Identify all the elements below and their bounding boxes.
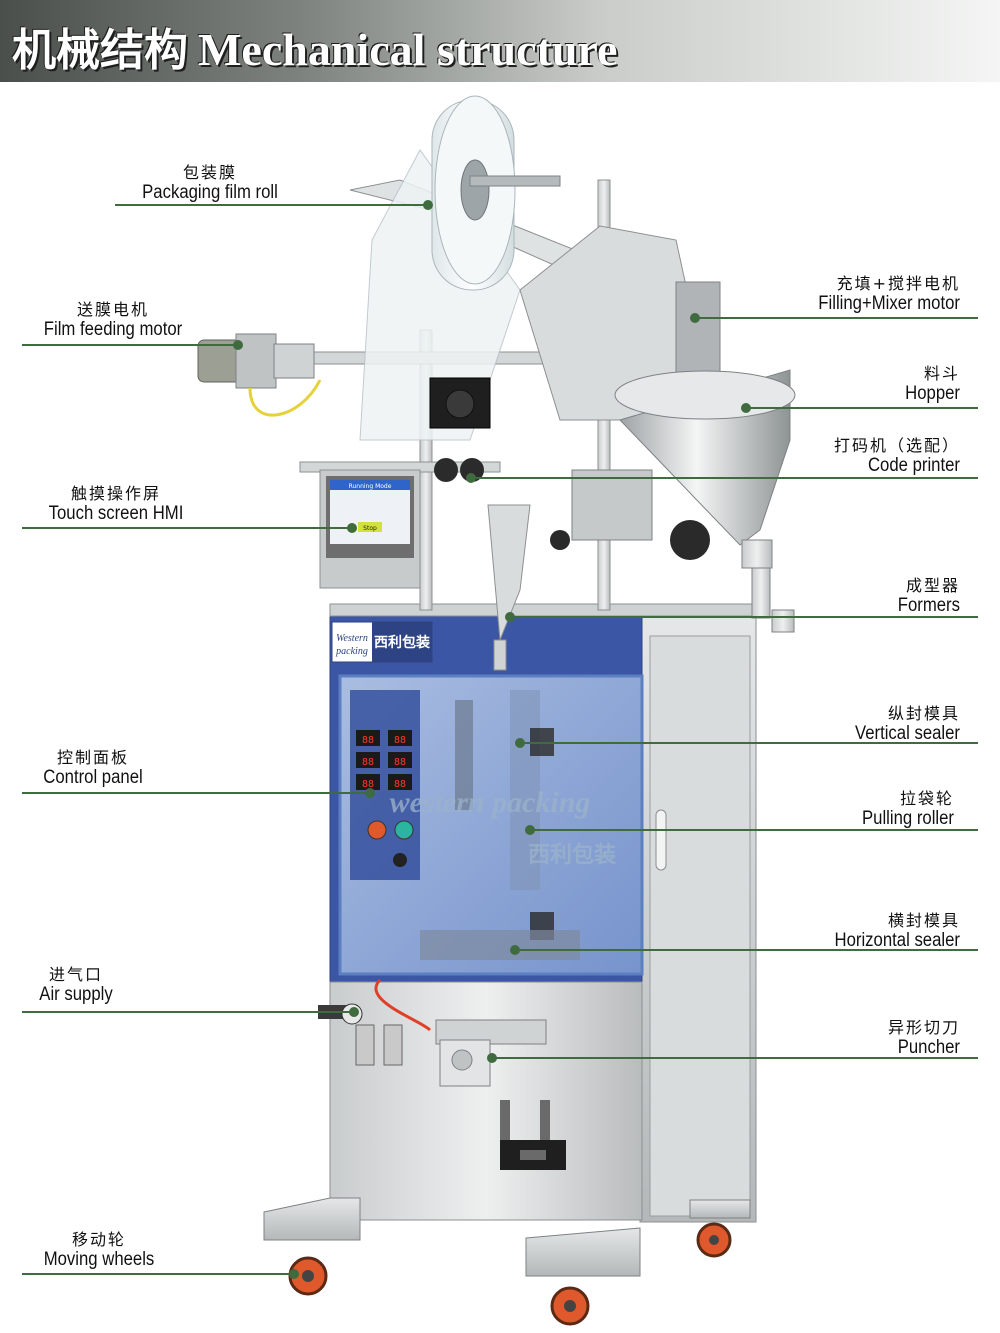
- svg-text:Western: Western: [336, 633, 368, 644]
- label-moving-wheels: 移动轮 Moving wheels: [28, 1230, 170, 1270]
- title-zh: 机械结构: [12, 25, 188, 76]
- label-film-feeding-motor: 送膜电机 Film feeding motor: [26, 300, 200, 340]
- horizontal-sealer-jaw: [420, 930, 580, 960]
- label-pulling-roller: 拉袋轮 Pulling roller: [800, 789, 954, 829]
- label-zh: 拉袋轮: [899, 789, 954, 808]
- label-zh: 异形切刀: [887, 1018, 960, 1037]
- label-en: Formers: [897, 595, 960, 616]
- title-en: Mechanical structure: [198, 24, 618, 75]
- watermark-en: western packing: [390, 786, 591, 819]
- label-zh: 移动轮: [71, 1230, 126, 1249]
- svg-text:packing: packing: [335, 646, 368, 657]
- label-zh: 横封模具: [887, 911, 960, 930]
- label-horizontal-sealer: 横封模具 Horizontal sealer: [780, 911, 960, 951]
- film-feeding-motor: [197, 333, 322, 417]
- label-vertical-sealer: 纵封模具 Vertical sealer: [800, 704, 960, 744]
- label-en: Moving wheels: [43, 1249, 155, 1270]
- svg-text:88: 88: [394, 779, 406, 790]
- hopper: [614, 369, 796, 633]
- svg-text:88: 88: [394, 757, 406, 768]
- label-en: Air supply: [39, 984, 113, 1005]
- label-zh: 包装膜: [182, 163, 237, 182]
- code-printer: [429, 377, 491, 482]
- label-hopper: 料斗 Hopper: [820, 364, 960, 404]
- label-formers: 成型器 Formers: [820, 576, 960, 616]
- label-en: Hopper: [905, 383, 960, 404]
- start-button[interactable]: [367, 820, 387, 840]
- label-zh: 充填+搅拌电机: [836, 274, 960, 293]
- hmi-stop-button[interactable]: [358, 522, 382, 532]
- speed-knob[interactable]: [393, 853, 407, 867]
- label-air-supply: 进气口 Air supply: [24, 965, 128, 1005]
- label-en: Puncher: [897, 1037, 960, 1058]
- label-en: Vertical sealer: [854, 723, 960, 744]
- label-zh: 触摸操作屏: [70, 484, 161, 503]
- leader-lines: [22, 200, 978, 1279]
- svg-text:88: 88: [394, 735, 406, 746]
- label-control-panel: 控制面板 Control panel: [28, 748, 158, 788]
- label-zh: 送膜电机: [76, 300, 149, 319]
- stop-button[interactable]: [394, 820, 414, 840]
- label-zh: 纵封模具: [887, 704, 960, 723]
- svg-text:88: 88: [362, 779, 374, 790]
- badge-zh: 西利包装: [374, 634, 431, 651]
- svg-text:88: 88: [362, 735, 374, 746]
- label-en: Control panel: [43, 767, 143, 788]
- temperature-controllers: 88 88 88 88 88 88: [356, 730, 412, 790]
- label-zh: 进气口: [48, 965, 103, 984]
- label-en: Filling+Mixer motor: [818, 293, 960, 314]
- brand-badge: Western packing 西利包装: [331, 621, 433, 663]
- label-en: Code printer: [867, 455, 960, 476]
- former: [487, 504, 531, 671]
- side-cabinet: [639, 611, 757, 1223]
- glass-door: 88 88 88 88 88 88 western packing 西利包装: [338, 674, 644, 976]
- label-zh: 控制面板: [56, 748, 129, 767]
- label-zh: 打码机（选配）: [833, 436, 960, 455]
- svg-text:88: 88: [362, 757, 374, 768]
- filling-mixer-motor: [519, 225, 721, 560]
- label-puncher: 异形切刀 Puncher: [820, 1018, 960, 1058]
- label-touch-screen-hmi: 触摸操作屏 Touch screen HMI: [26, 484, 206, 524]
- label-filling-mixer-motor: 充填+搅拌电机 Filling+Mixer motor: [760, 274, 960, 314]
- label-code-printer: 打码机（选配） Code printer: [780, 436, 960, 476]
- label-packaging-film-roll: 包装膜 Packaging film roll: [120, 163, 300, 203]
- label-zh: 成型器: [905, 576, 960, 595]
- label-en: Film feeding motor: [43, 319, 183, 340]
- film-roll: [359, 95, 561, 441]
- label-en: Packaging film roll: [142, 182, 278, 203]
- moving-wheels: [288, 1222, 732, 1326]
- label-en: Touch screen HMI: [48, 503, 184, 524]
- hmi-button-text: Stop: [363, 525, 377, 532]
- touch-screen-hmi: Running Mode Stop: [319, 469, 421, 589]
- puncher: [435, 1019, 547, 1087]
- label-en: Pulling roller: [861, 808, 954, 829]
- base-frame: [263, 1197, 751, 1277]
- label-en: Horizontal sealer: [834, 930, 960, 951]
- watermark-zh: 西利包装: [528, 842, 616, 868]
- label-zh: 料斗: [923, 364, 960, 383]
- hmi-screen-text: Running Mode: [349, 483, 392, 490]
